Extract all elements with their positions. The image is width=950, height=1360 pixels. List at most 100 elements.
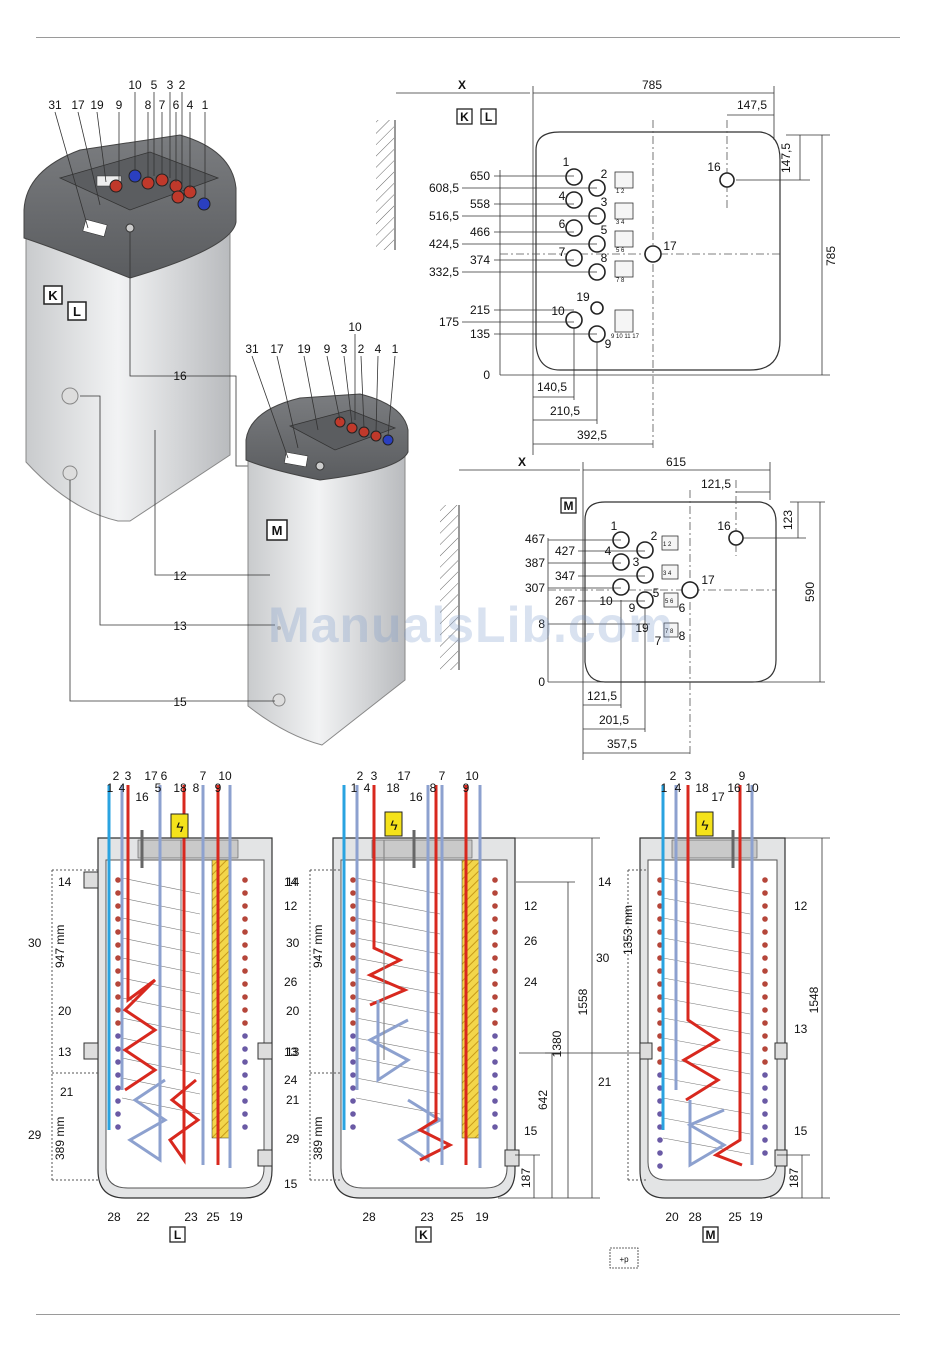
m-top-4: 4 — [675, 781, 682, 795]
l-right-13: 13 — [284, 1045, 298, 1059]
k-left-21: 21 — [286, 1093, 300, 1107]
kl-b-392: 392,5 — [577, 428, 607, 442]
m-top-2: 2 — [670, 769, 677, 783]
kl-n-8: 8 — [601, 251, 608, 265]
m-n-1: 1 — [611, 519, 618, 533]
section-k: ϟ — [309, 785, 600, 1199]
m-b-201: 201,5 — [599, 713, 629, 727]
kl-b-140: 140,5 — [537, 380, 567, 394]
perspective-large-numbers: 10 5 3 2 9 8 7 6 4 1 31 17 19 — [48, 78, 208, 112]
k-top-1: 1 — [351, 781, 358, 795]
k-right-14: 14 — [286, 875, 300, 889]
tank-perspective-small: M — [245, 393, 409, 746]
l-left-20: 20 — [58, 1004, 72, 1018]
l-left-30: 30 — [28, 936, 42, 950]
section-m: ϟ — [545, 785, 830, 1199]
badge-k-large: K — [48, 288, 58, 303]
perspective-small-leaders — [251, 334, 396, 459]
m-dim-187: 187 — [787, 1168, 801, 1188]
l-right-15: 15 — [284, 1177, 298, 1191]
m-h-387: 387 — [525, 556, 545, 570]
footer-rule — [36, 1314, 900, 1315]
m-pictogram-a: 1 2 — [663, 542, 672, 548]
k-top-17: 17 — [397, 769, 411, 783]
perspective-small-numbers: 10 31 17 19 9 3 2 4 1 — [245, 320, 398, 356]
kl-h-215: 215 — [470, 303, 490, 317]
small-num-2: 2 — [358, 342, 365, 356]
l-lightning: ϟ — [176, 819, 184, 835]
kl-h-558: 558 — [470, 197, 490, 211]
kl-n-2: 2 — [601, 167, 608, 181]
k-left-389: 389 mm — [311, 1117, 325, 1160]
large-num-8: 8 — [145, 98, 152, 112]
m-top-17: 17 — [711, 790, 725, 804]
tank-perspective-large: K L — [23, 134, 237, 522]
section-l: ϟ — [51, 785, 273, 1199]
kl-h-424: 424,5 — [429, 237, 459, 251]
m-h-8: 8 — [538, 617, 545, 631]
m-h-0: 0 — [538, 675, 545, 689]
l-top-7: 7 — [200, 769, 207, 783]
m-dim-1548: 1548 — [807, 986, 821, 1013]
m-top-3: 3 — [685, 769, 692, 783]
k-top-7: 7 — [439, 769, 446, 783]
m-right-13: 13 — [794, 1022, 808, 1036]
section-m-labels: 2 3 9 1 4 18 17 16 10 14 30 1353 mm 21 1… — [596, 769, 821, 1224]
large-num-3: 3 — [167, 78, 174, 92]
perspective-large-leaders — [54, 92, 250, 702]
k-dim-187: 187 — [519, 1168, 533, 1188]
kl-badge-l: L — [485, 110, 492, 124]
k-right-15: 15 — [524, 1124, 538, 1138]
m-right-12: 12 — [794, 899, 808, 913]
k-lightning: ϟ — [390, 817, 398, 833]
small-num-9: 9 — [324, 342, 331, 356]
m-right-15: 15 — [794, 1124, 808, 1138]
k-top-18: 18 — [386, 781, 400, 795]
callout-13: 13 — [173, 619, 187, 633]
k-top-2: 2 — [357, 769, 364, 783]
kl-b-210: 210,5 — [550, 404, 580, 418]
m-h-267: 267 — [555, 594, 575, 608]
kl-n-16: 16 — [707, 160, 721, 174]
kl-h-332: 332,5 — [429, 265, 459, 279]
l-left-947: 947 mm — [53, 925, 67, 968]
l-left-21: 21 — [60, 1085, 74, 1099]
small-num-31: 31 — [245, 342, 259, 356]
m-h-467: 467 — [525, 532, 545, 546]
m-n-19: 19 — [635, 621, 649, 635]
kl-width-785: 785 — [642, 78, 662, 92]
kl-n-6: 6 — [559, 217, 566, 231]
kl-h-608: 608,5 — [429, 181, 459, 195]
k-dim-1558: 1558 — [576, 988, 590, 1015]
kl-pictogram-b: 3 4 — [616, 220, 625, 226]
m-n-6: 6 — [679, 601, 686, 615]
m-bottom-20: 20 — [665, 1210, 679, 1224]
kl-depth: 785 — [824, 246, 838, 266]
l-left-29: 29 — [28, 1128, 42, 1142]
m-depth-offset: 123 — [781, 510, 795, 530]
kl-n-9: 9 — [605, 337, 612, 351]
kl-pictogram-d: 7 8 — [616, 278, 625, 284]
m-top-10: 10 — [745, 781, 759, 795]
l-right-26: 26 — [284, 975, 298, 989]
kl-h-650: 650 — [470, 169, 490, 183]
k-dim-1380: 1380 — [550, 1030, 564, 1057]
l-left-14: 14 — [58, 875, 72, 889]
page-symbol-text: +p — [619, 1255, 629, 1264]
m-n-8: 8 — [679, 629, 686, 643]
l-right-24: 24 — [284, 1073, 298, 1087]
large-num-31: 31 — [48, 98, 62, 112]
section-l-labels: 2 3 17 6 7 10 1 4 16 18 5 8 9 14 30 947 … — [28, 769, 298, 1224]
m-left-1353: 1353 mm — [621, 905, 635, 955]
k-top-16: 16 — [409, 790, 423, 804]
badge-l-large: L — [73, 304, 81, 319]
k-bottom-28: 28 — [362, 1210, 376, 1224]
kl-h-516: 516,5 — [429, 209, 459, 223]
l-bottom-22: 22 — [136, 1210, 150, 1224]
m-bottom-28: 28 — [688, 1210, 702, 1224]
m-b-357: 357,5 — [607, 737, 637, 751]
kl-h-175: 175 — [439, 315, 459, 329]
m-b-121: 121,5 — [587, 689, 617, 703]
m-offset-121-5: 121,5 — [701, 477, 731, 491]
